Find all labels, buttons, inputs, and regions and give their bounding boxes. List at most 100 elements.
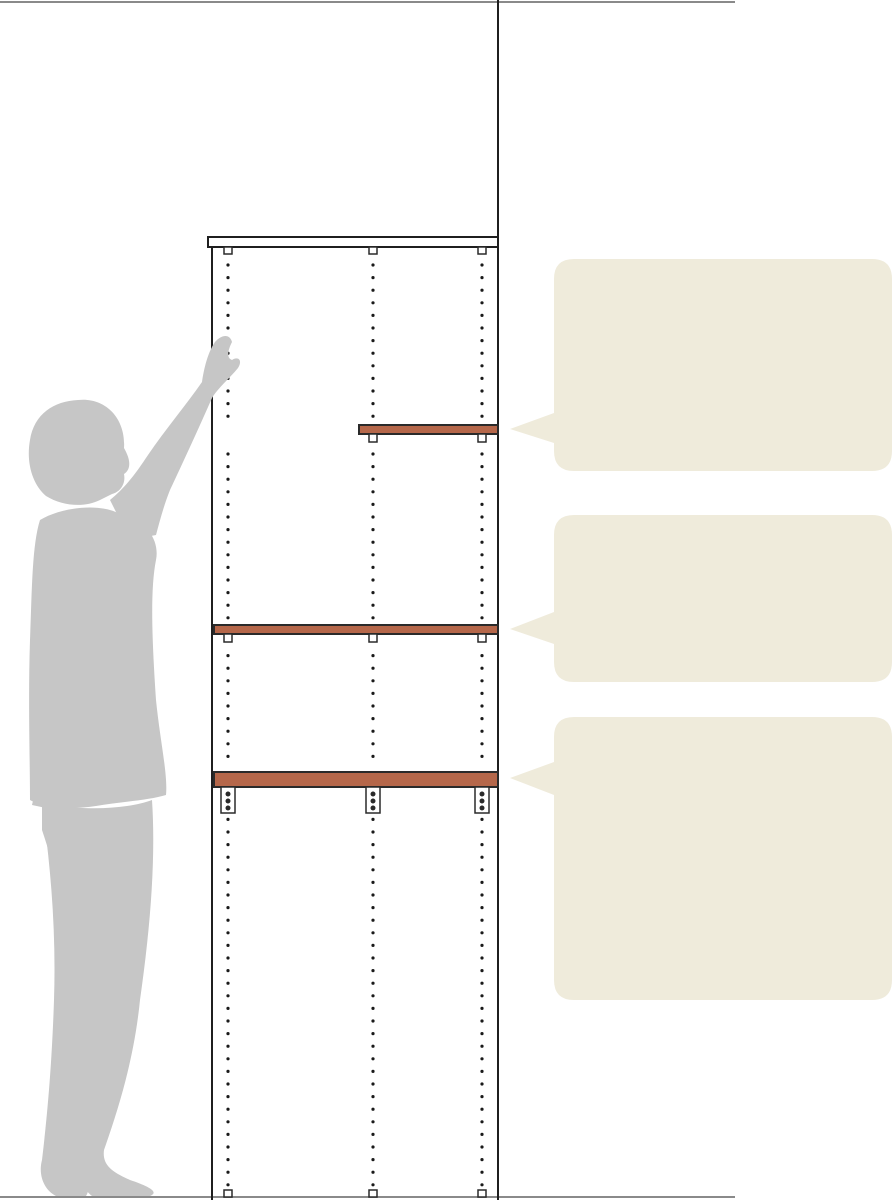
pin-hole [226,742,230,746]
pin-hole [371,666,375,670]
shelf-pin-hole-columns [226,263,484,1187]
pin-hole [371,679,375,683]
pin-hole [226,1120,230,1124]
pin-hole [480,263,484,267]
pin-hole [371,565,375,570]
pin-hole [371,729,375,733]
pin-hole [226,880,230,885]
callout-top [510,259,892,471]
pin-hole [480,364,484,368]
pin-hole [371,1082,375,1086]
pin-hole [226,414,230,418]
pin-hole [371,880,375,885]
pin-hole [371,502,375,506]
pin-hole [226,1095,230,1099]
pin-hole [480,918,484,922]
pin-hole [226,288,230,292]
pin-hole [371,515,375,519]
pin-hole [226,1158,230,1162]
pin-hole [480,1044,484,1048]
pin-hole [226,843,230,847]
pin-hole [371,616,375,620]
pin-hole [480,351,484,355]
pin-hole [226,1019,230,1023]
pin-hole [371,1170,375,1174]
pin-hole [371,553,375,557]
pin-hole [480,540,484,544]
pin-hole [480,288,484,292]
pin-hole [371,742,375,746]
pin-hole [371,1183,375,1187]
pin-hole [371,389,375,393]
pin-hole [371,591,375,595]
pin-hole [480,326,484,330]
pin-hole [371,490,375,494]
pin-hole [480,616,484,620]
pin-hole [480,729,484,733]
pin-hole [226,679,230,683]
pin-hole [226,1044,230,1048]
pin-hole [226,1132,230,1136]
pin-hole [371,1107,375,1111]
pin-hole [226,666,230,670]
pin-hole [371,704,375,708]
pin-hole [371,843,375,847]
pin-hole [226,1183,230,1187]
pin-hole [226,855,230,859]
pin-hole [480,817,484,822]
pin-hole [480,339,484,343]
pin-hole [226,465,230,469]
pin-hole [371,414,375,418]
pin-bracket [368,433,378,443]
pin-hole [371,276,375,280]
pin-hole [371,288,375,292]
pin-hole [480,1082,484,1086]
pin-hole [371,1095,375,1099]
pin-hole [226,616,230,620]
pin-hole [371,1158,375,1162]
pin-hole [371,969,375,973]
pin-hole [480,276,484,280]
pin-hole [226,906,230,910]
pin-hole [480,1158,484,1162]
pin-hole [226,263,230,267]
pin-hole [480,654,484,658]
heavy-bracket [474,786,490,814]
pin-hole [226,943,230,948]
pin-hole [226,969,230,973]
pin-hole [480,502,484,506]
pin-hole [226,301,230,305]
pin-hole [480,969,484,973]
pin-hole [480,1183,484,1187]
pin-hole [371,1019,375,1023]
pin-hole [480,679,484,683]
pin-hole [226,477,230,481]
pin-hole [226,1006,230,1011]
pin-hole [371,691,375,696]
pin-hole [371,1132,375,1136]
pin-hole [371,918,375,922]
callout-lower [510,717,892,1000]
pin-hole [480,553,484,557]
pin-hole [371,603,375,607]
heavy-bracket [365,786,381,814]
pin-hole [226,313,230,317]
pin-hole [226,704,230,708]
pin-bracket [477,633,487,643]
pin-hole [371,339,375,343]
pin-hole [371,376,375,380]
heavy-bracket [220,786,236,814]
pin-bracket [477,433,487,443]
bottom-pins [223,1189,487,1198]
pin-hole [480,994,484,998]
pin-hole [371,313,375,317]
pin-hole [371,817,375,822]
pin-hole [480,414,484,418]
pin-hole [371,1120,375,1124]
pin-hole [480,717,484,721]
pin-hole [480,1069,484,1073]
person-reaching-silhouette-icon [28,336,241,1196]
pin-hole [480,1120,484,1124]
pin-hole [226,1170,230,1174]
pin-hole [371,981,375,985]
